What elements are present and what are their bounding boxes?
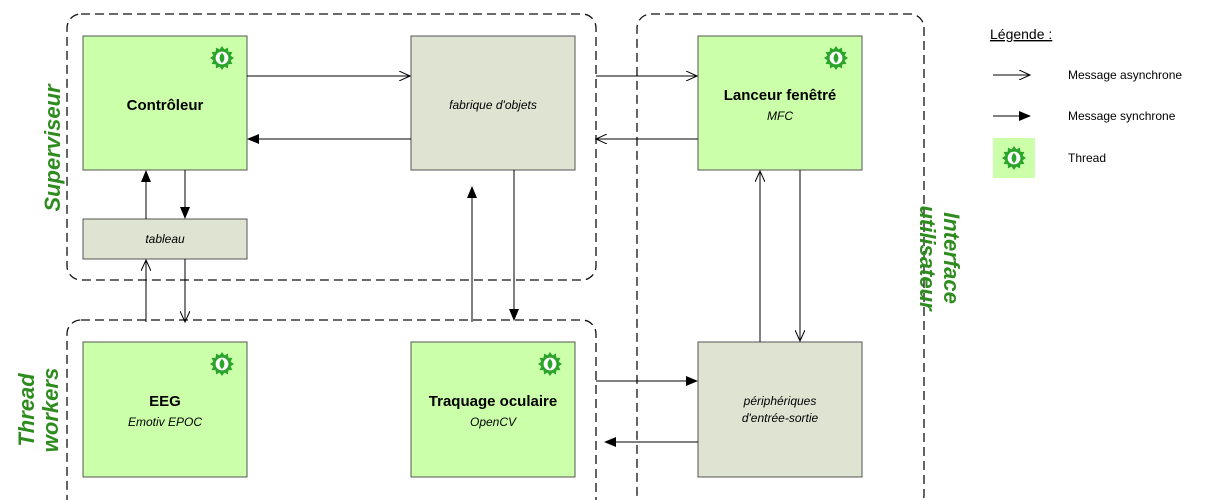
node-traquage-title: Traquage oculaire (429, 393, 557, 410)
legend: Légende : Message asynchrone Message syn… (990, 26, 1182, 178)
group-label-thread: Thread (14, 373, 39, 447)
group-thread-workers (66, 319, 597, 500)
legend-title: Légende : (990, 26, 1052, 42)
group-interface-utilisateur (636, 13, 925, 500)
node-eeg: EEG Emotiv EPOC (82, 341, 248, 478)
node-eeg-title: EEG (149, 393, 181, 410)
node-controleur-title: Contrôleur (127, 97, 204, 114)
node-tableau-title: tableau (145, 232, 185, 246)
node-traquage: Traquage oculaire OpenCV (410, 341, 576, 478)
group-label-interface: Interface (939, 212, 964, 304)
node-lanceur-title: Lanceur fenêtré (724, 87, 837, 104)
legend-thread-label: Thread (1068, 151, 1106, 165)
node-tableau: tableau (82, 218, 248, 260)
node-fabrique-title: fabrique d'objets (449, 98, 537, 112)
node-controleur: Contrôleur (82, 35, 248, 171)
group-label-workers: workers (38, 368, 63, 452)
node-peripheriques-line2: d'entrée-sortie (742, 411, 819, 425)
legend-sync-label: Message synchrone (1068, 109, 1176, 123)
node-eeg-subtitle: Emotiv EPOC (128, 415, 202, 429)
node-lanceur: Lanceur fenêtré MFC (697, 35, 863, 171)
group-label-superviseur: Superviseur (40, 83, 65, 212)
node-peripheriques-line1: périphériques (743, 394, 817, 408)
legend-async-label: Message asynchrone (1068, 68, 1182, 82)
node-lanceur-subtitle: MFC (767, 109, 793, 123)
node-peripheriques: périphériques d'entrée-sortie (697, 341, 863, 478)
group-label-utilisateur: utilisateur (915, 205, 940, 312)
node-fabrique: fabrique d'objets (410, 35, 576, 171)
node-traquage-subtitle: OpenCV (470, 415, 517, 429)
